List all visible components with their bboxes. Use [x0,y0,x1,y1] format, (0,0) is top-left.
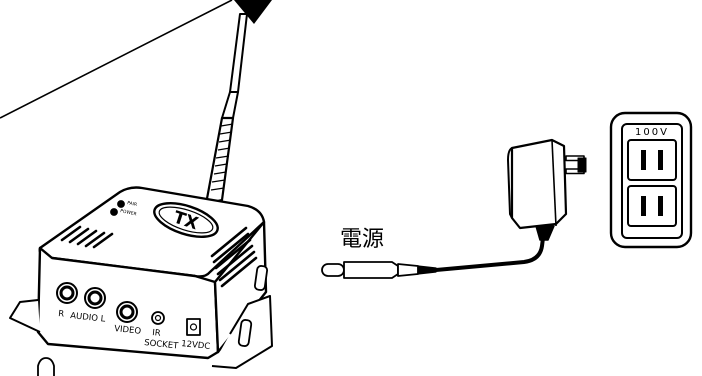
dc-plug [321,261,437,279]
video-jack [116,301,138,323]
port-label-12vdc: 12VDC [181,339,211,352]
port-label-r: R [58,309,65,320]
port-label-socket: SOCKET [144,338,180,352]
audio-left-jack [84,287,106,309]
port-label-audio-l: AUDIO L [70,311,106,325]
port-label-video: VIDEO [114,324,142,337]
tx-badge: TX [153,202,219,238]
port-label-ir: IR [152,328,162,339]
status-leds: PAIR POWER [110,200,138,217]
mount-flange-left [9,299,41,333]
pointer-line [0,0,272,119]
audio-right-jack [56,282,78,304]
power-cable [434,220,547,272]
power-label: 電源 [340,227,384,252]
transmitter-unit: TX PAIR POWER [9,13,273,376]
ac-adapter [507,138,587,241]
wall-outlet: 100V [609,111,693,249]
dc-jack [186,318,201,336]
antenna [204,13,248,206]
led-label-pair: PAIR [127,200,138,208]
vents-side [210,226,258,288]
vents-top [60,225,114,249]
outlet-voltage-label: 100V [635,127,669,138]
led-label-power: POWER [120,208,138,217]
mount-knob [37,357,55,376]
ir-socket [151,311,165,325]
